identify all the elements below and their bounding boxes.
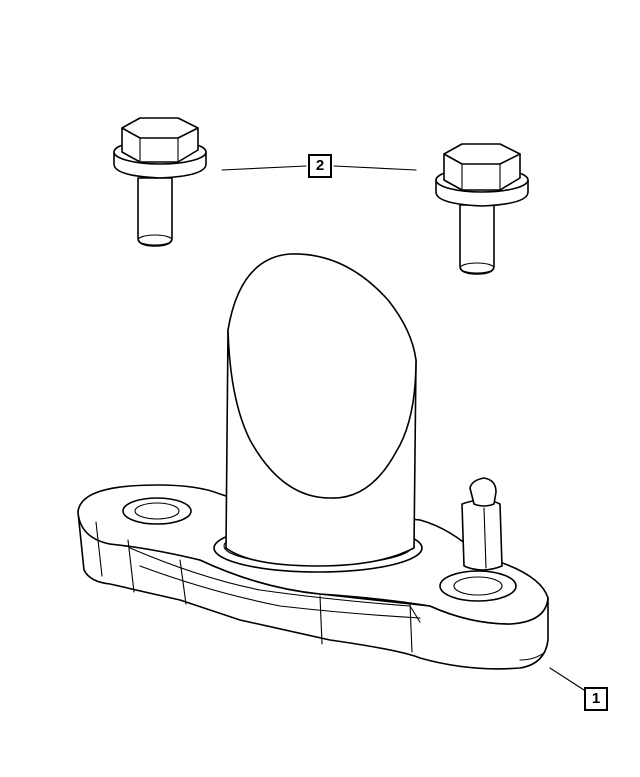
bolt-left (113, 117, 207, 247)
leader-line-1 (549, 667, 585, 691)
callout-label-1: 1 (584, 687, 608, 711)
leader-line-2-left (221, 165, 307, 171)
leader-line-2-right (333, 165, 417, 171)
water-outlet-housing (77, 253, 549, 670)
bolt-right (435, 143, 529, 275)
callout-label-2: 2 (308, 154, 332, 178)
